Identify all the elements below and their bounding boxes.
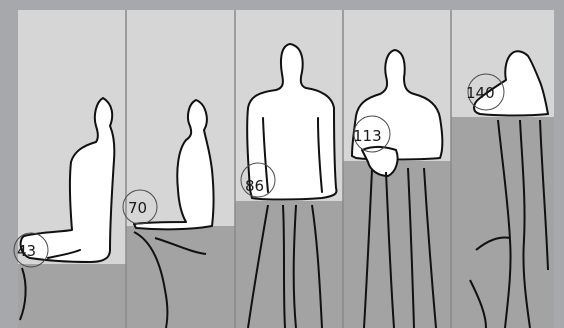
height-label-140: 140 <box>466 84 495 102</box>
height-label-113: 113 <box>353 127 382 145</box>
height-label-43: 43 <box>17 242 36 260</box>
height-label-70: 70 <box>128 199 147 217</box>
height-label-86: 86 <box>245 177 264 195</box>
